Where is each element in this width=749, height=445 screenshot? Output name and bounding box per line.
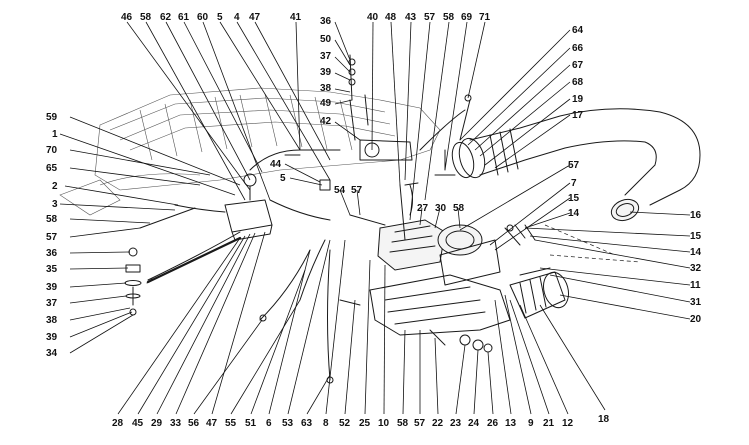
- callout: 62: [160, 12, 172, 23]
- callout: 21: [543, 418, 555, 429]
- callout: 58: [453, 203, 465, 214]
- callout: 71: [479, 12, 491, 23]
- callout: 51: [245, 418, 257, 429]
- callout: 66: [572, 43, 584, 54]
- callout: 28: [112, 418, 124, 429]
- callout: 25: [359, 418, 371, 429]
- callout: 39: [46, 332, 58, 343]
- callout: 29: [151, 418, 163, 429]
- callout: 6: [266, 418, 272, 429]
- callout: 14: [568, 208, 580, 219]
- callout: 9: [528, 418, 534, 429]
- callout: 14: [690, 247, 702, 258]
- callout: 46: [121, 12, 133, 23]
- callout: 57: [414, 418, 426, 429]
- callout: 34: [46, 348, 58, 359]
- callout: 12: [562, 418, 574, 429]
- callout: 70: [46, 145, 58, 156]
- callout: 39: [320, 67, 332, 78]
- callout: 22: [432, 418, 444, 429]
- callout: 43: [405, 12, 417, 23]
- callout: 36: [46, 248, 58, 259]
- callout: 61: [178, 12, 190, 23]
- callout: 68: [572, 77, 584, 88]
- callout: 57: [351, 185, 363, 196]
- callout: 48: [385, 12, 397, 23]
- callout: 63: [301, 418, 313, 429]
- callout: 15: [690, 231, 702, 242]
- callout: 11: [690, 280, 701, 291]
- callout: 45: [132, 418, 144, 429]
- callout: 52: [339, 418, 351, 429]
- callout: 60: [197, 12, 209, 23]
- callout: 33: [170, 418, 182, 429]
- callout: 58: [397, 418, 409, 429]
- callout: 18: [598, 414, 610, 425]
- callout: 17: [572, 110, 584, 121]
- callout: 41: [290, 12, 302, 23]
- callout: 44: [270, 159, 282, 170]
- callout: 56: [188, 418, 200, 429]
- callout: 55: [225, 418, 237, 429]
- callout: 69: [461, 12, 473, 23]
- callout: 8: [323, 418, 329, 429]
- callout: 49: [320, 98, 332, 109]
- callout: 27: [417, 203, 429, 214]
- callout: 15: [568, 193, 580, 204]
- callout: 40: [367, 12, 379, 23]
- callout-labels: 46 58 62 61 60 5 4 47 41 36 50 37 39 38 …: [46, 12, 702, 429]
- callout: 58: [443, 12, 455, 23]
- callout: 42: [320, 116, 332, 127]
- callout: 38: [46, 315, 58, 326]
- engine-illustration: [59, 54, 701, 384]
- callout: 5: [280, 173, 286, 184]
- callout: 37: [46, 298, 58, 309]
- callout: 3: [52, 199, 58, 210]
- callout: 35: [46, 264, 58, 275]
- callout: 47: [249, 12, 261, 23]
- callout: 67: [572, 60, 584, 71]
- callout: 53: [282, 418, 294, 429]
- callout: 57: [46, 232, 58, 243]
- callout: 19: [572, 94, 584, 105]
- callout: 47: [206, 418, 218, 429]
- callout: 59: [46, 112, 58, 123]
- callout: 57: [568, 160, 580, 171]
- callout: 5: [217, 12, 223, 23]
- callout: 31: [690, 297, 702, 308]
- callout: 37: [320, 51, 332, 62]
- callout: 54: [334, 185, 346, 196]
- callout: 36: [320, 16, 332, 27]
- callout: 1: [52, 129, 58, 140]
- callout: 20: [690, 314, 702, 325]
- callout: 10: [378, 418, 390, 429]
- callout: 24: [468, 418, 480, 429]
- callout: 30: [435, 203, 447, 214]
- callout: 23: [450, 418, 462, 429]
- callout: 65: [46, 163, 58, 174]
- callout: 58: [46, 214, 58, 225]
- callout: 4: [234, 12, 240, 23]
- callout: 58: [140, 12, 152, 23]
- callout: 32: [690, 263, 702, 274]
- leader-lines: [59, 21, 691, 415]
- callout: 50: [320, 34, 332, 45]
- callout: 64: [572, 25, 584, 36]
- callout: 38: [320, 83, 332, 94]
- callout: 2: [52, 181, 58, 192]
- callout: 13: [505, 418, 517, 429]
- callout: 26: [487, 418, 499, 429]
- callout: 16: [690, 210, 702, 221]
- callout: 57: [424, 12, 436, 23]
- callout: 7: [571, 178, 577, 189]
- callout: 39: [46, 282, 58, 293]
